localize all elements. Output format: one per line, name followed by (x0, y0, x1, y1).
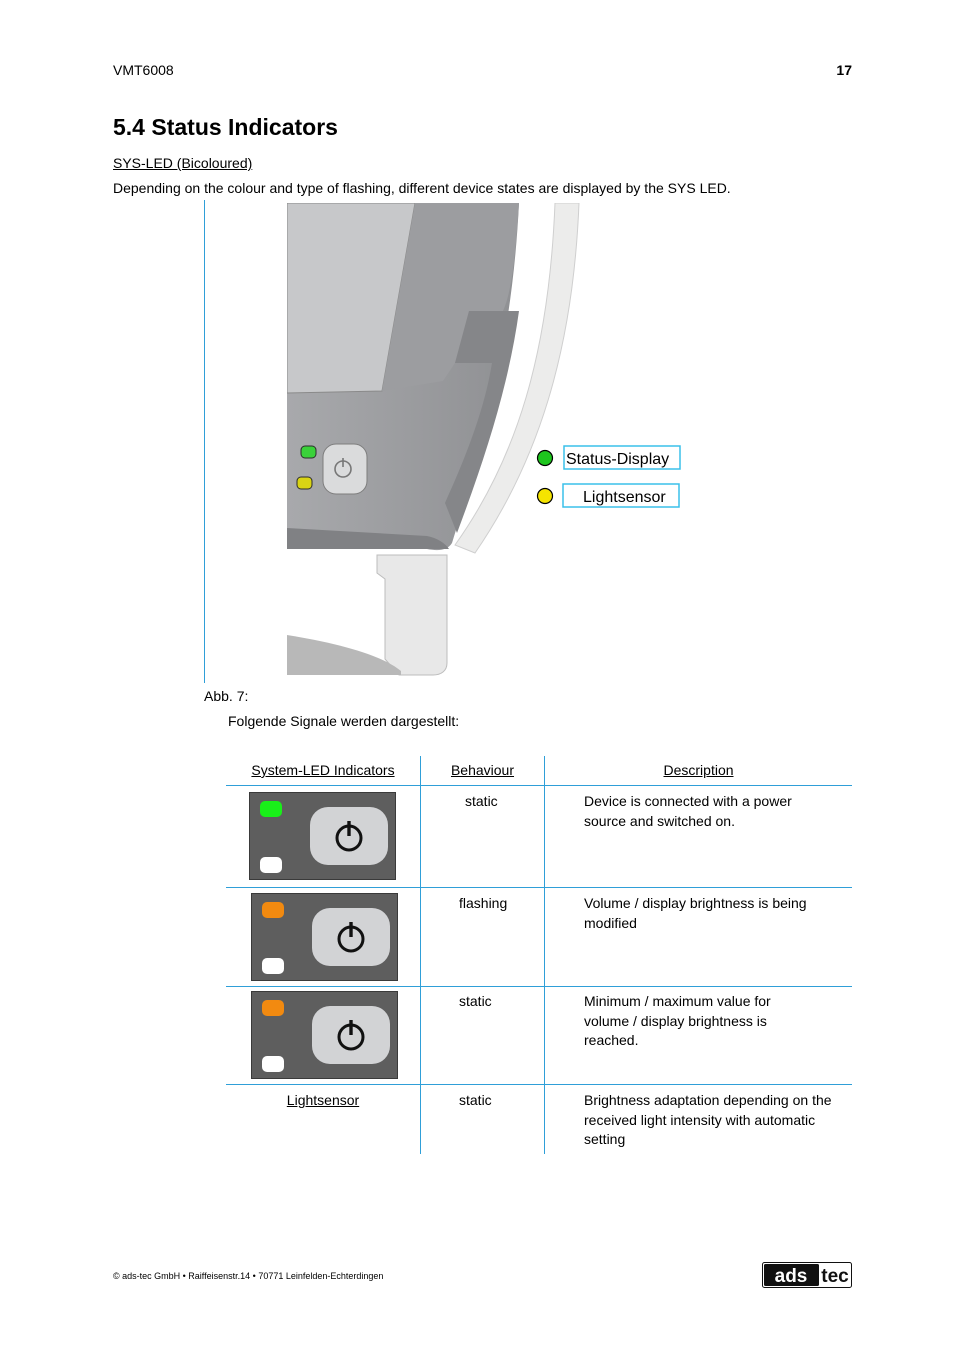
behaviour-cell: static (465, 793, 498, 809)
ads-tec-logo: ads tec (762, 1262, 852, 1288)
logo-text-right: tec (821, 1266, 849, 1287)
footer-copyright: © ads-tec GmbH • Raiffeisenstr.14 • 7077… (113, 1271, 384, 1281)
row-divider (226, 986, 852, 987)
header-indicators: System-LED Indicators (251, 762, 395, 778)
description-cell: Volume / display brightness is being mod… (584, 895, 807, 931)
row-divider (226, 887, 852, 888)
description-cell: Minimum / maximum value for volume / dis… (584, 993, 771, 1048)
status-display-label: Status-Display (566, 451, 669, 468)
led-top-light (262, 902, 284, 918)
led-top-light (262, 1000, 284, 1016)
behaviour-cell: static (459, 1092, 492, 1108)
led-bottom-light (260, 857, 282, 873)
behaviour-cell: static (459, 993, 492, 1009)
power-button-image (310, 807, 388, 865)
column-divider (420, 756, 421, 1154)
power-button-image (312, 1006, 390, 1064)
led-indicator-image (249, 792, 396, 880)
lead-sentence: Folgende Signale werden dargestellt: (228, 713, 460, 729)
description-cell: Brightness adaptation depending on the r… (584, 1092, 832, 1147)
device-illustration: Status-Display Lightsensor (287, 203, 681, 676)
row-divider (226, 1084, 852, 1085)
status-display-dot (536, 449, 554, 467)
figure-margin-line (204, 200, 205, 683)
subheading: SYS-LED (Bicoloured) (113, 155, 253, 171)
logo-text-left: ads (775, 1266, 808, 1287)
figure-caption: Abb. 7: (204, 688, 249, 704)
power-icon (335, 821, 363, 852)
section-title: 5.4 Status Indicators (113, 114, 338, 140)
lightsensor-dot (536, 487, 554, 505)
led-bottom-light (262, 1056, 284, 1072)
led-top-light (260, 801, 282, 817)
header-description: Description (663, 762, 734, 778)
lightsensor-indicator: Lightsensor (286, 1092, 360, 1108)
row-divider (226, 785, 852, 786)
lightsensor-label: Lightsensor (583, 489, 666, 506)
description-cell: Device is connected with a power source … (584, 793, 792, 829)
column-divider (544, 756, 545, 1154)
document-id: VMT6008 (113, 62, 174, 78)
header-behaviour: Behaviour (450, 762, 515, 778)
intro-paragraph: Depending on the colour and type of flas… (113, 180, 731, 196)
led-indicator-image (251, 991, 398, 1079)
power-icon (337, 1020, 365, 1051)
led-bottom-light (262, 958, 284, 974)
page-number: 17 (836, 62, 852, 78)
power-button-image (312, 908, 390, 966)
power-icon (337, 922, 365, 953)
behaviour-cell: flashing (459, 895, 508, 911)
led-indicator-image (251, 893, 398, 981)
